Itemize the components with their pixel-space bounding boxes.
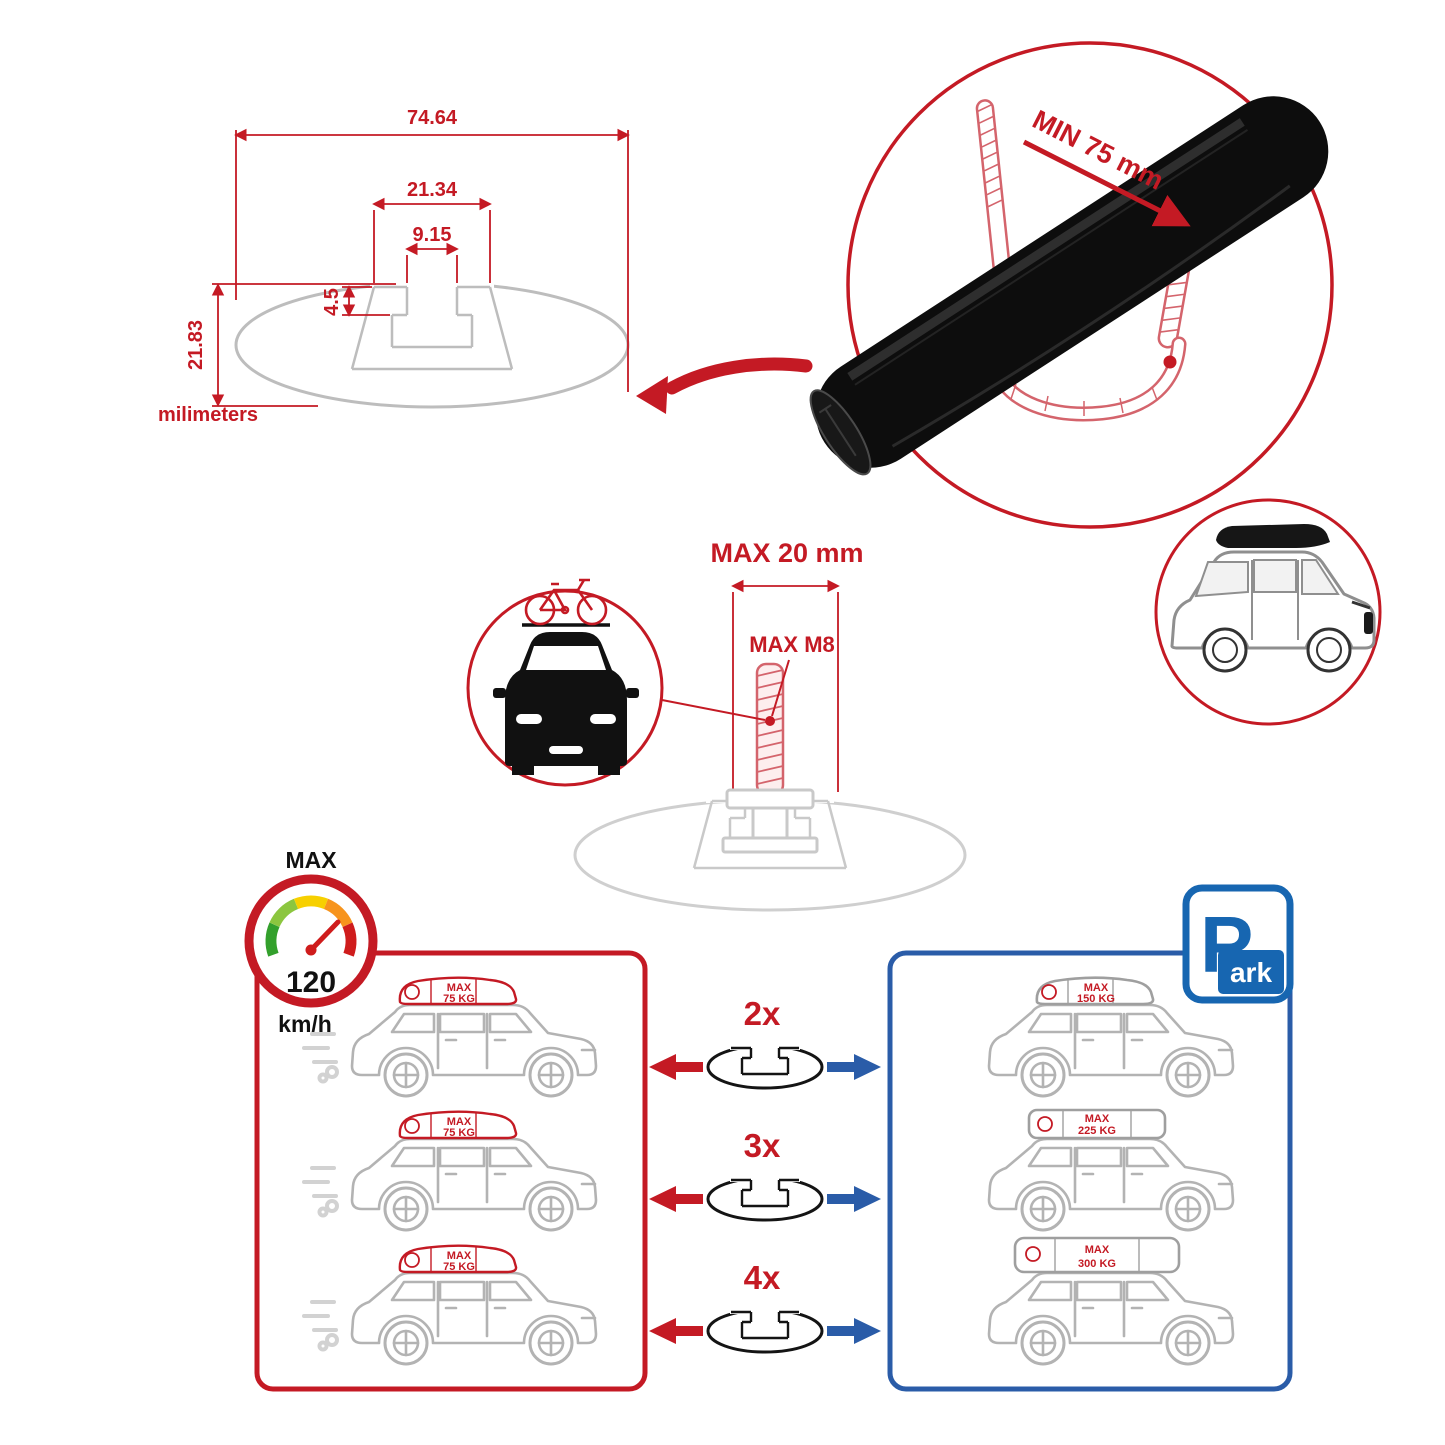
blue-arrow-right-icon <box>827 1054 881 1080</box>
roof-box <box>1216 524 1330 548</box>
bicycle-icon <box>524 578 608 626</box>
bar-cross-icon <box>706 1040 824 1090</box>
bike-car-circle <box>466 578 664 787</box>
bolt-detail: MAX 20 mm MAX M8 <box>466 538 967 912</box>
car-with-cargo: MAX 150 KG <box>987 976 1235 1098</box>
parking-rest: ark <box>1230 957 1272 988</box>
thread-size-label: MAX M8 <box>749 632 835 657</box>
dim-total-width: 74.64 <box>407 107 458 129</box>
speed-value: 120 <box>286 966 336 999</box>
bolt-length-label: MAX 20 mm <box>710 538 863 568</box>
blue-arrow-right-icon <box>827 1186 881 1212</box>
parking-sign: P ark <box>1182 884 1294 1004</box>
suv-roofbox-circle <box>1154 498 1382 726</box>
pod-weight-label: 300 KG <box>1078 1258 1116 1270</box>
cargo-pod: MAX 75 KG <box>398 1110 518 1140</box>
dim-channel-width: 21.34 <box>407 179 458 201</box>
cargo-pod: MAX 225 KG <box>1027 1108 1167 1140</box>
speedometer-needle <box>308 919 341 953</box>
pod-max-label: MAX <box>1085 1244 1110 1256</box>
pod-max-label: MAX <box>447 1250 472 1262</box>
cargo-pod: MAX 75 KG <box>398 1244 518 1274</box>
car-with-cargo: MAX 225 KG <box>987 1108 1235 1232</box>
red-arrow-left-icon <box>649 1186 703 1212</box>
suv-illustration <box>1170 524 1376 673</box>
bar-cross-icon <box>706 1304 824 1354</box>
red-arrow-left-icon <box>649 1054 703 1080</box>
t-slot-channel <box>350 285 514 371</box>
car-with-cargo: MAX 75 KG <box>302 1110 598 1232</box>
dim-lip-height: 4.5 <box>321 288 343 316</box>
cargo-pod: MAX 150 KG <box>1035 976 1155 1006</box>
multiplier-rows: 2x 3x 4x <box>649 995 881 1354</box>
bar-profile-ellipse <box>234 281 630 409</box>
cargo-pod: MAX 75 KG <box>398 976 518 1006</box>
pointer-arrow <box>636 357 813 414</box>
bar-detail-circle: MIN 75 mm <box>809 41 1334 529</box>
red-arrow-left-icon <box>649 1318 703 1344</box>
cargo-pod: MAX 300 KG <box>1013 1236 1181 1274</box>
speedometer: MAX 120 km/h <box>244 847 378 1037</box>
min-span-arrow <box>1022 139 1191 227</box>
row-multiplier: 4x <box>744 1259 781 1296</box>
pod-weight-label: 225 KG <box>1078 1125 1116 1137</box>
bar-cross-icon <box>706 1172 824 1222</box>
car-with-cargo: MAX 75 KG <box>302 1244 598 1366</box>
pod-weight-label: 75 KG <box>443 993 475 1005</box>
pod-weight-label: 150 KG <box>1077 993 1115 1005</box>
dim-slot-width: 9.15 <box>413 224 452 246</box>
pod-weight-label: 75 KG <box>443 1261 475 1273</box>
blue-arrow-right-icon <box>827 1318 881 1344</box>
roof-cross-bar <box>809 96 1329 476</box>
pod-max-label: MAX <box>1085 1113 1110 1125</box>
mounting-bolt <box>721 662 819 854</box>
units-label: milimeters <box>158 404 258 426</box>
pod-max-label: MAX <box>1084 982 1109 994</box>
clamp-point-dot <box>1163 355 1177 369</box>
bolt-point-dot <box>765 716 775 726</box>
car-with-cargo: MAX 300 KG <box>987 1236 1235 1366</box>
row-multiplier: 3x <box>744 1127 781 1164</box>
speed-max-label: MAX <box>285 847 337 873</box>
row-multiplier: 2x <box>744 995 781 1032</box>
pod-max-label: MAX <box>447 982 472 994</box>
dim-total-height: 21.83 <box>185 320 207 370</box>
cross-section-drawing: 74.64 21.34 9.15 4.5 21.83 milimeters <box>158 107 630 426</box>
pod-max-label: MAX <box>447 1116 472 1128</box>
pod-weight-label: 75 KG <box>443 1127 475 1139</box>
car-with-cargo: MAX 75 KG <box>302 976 598 1098</box>
